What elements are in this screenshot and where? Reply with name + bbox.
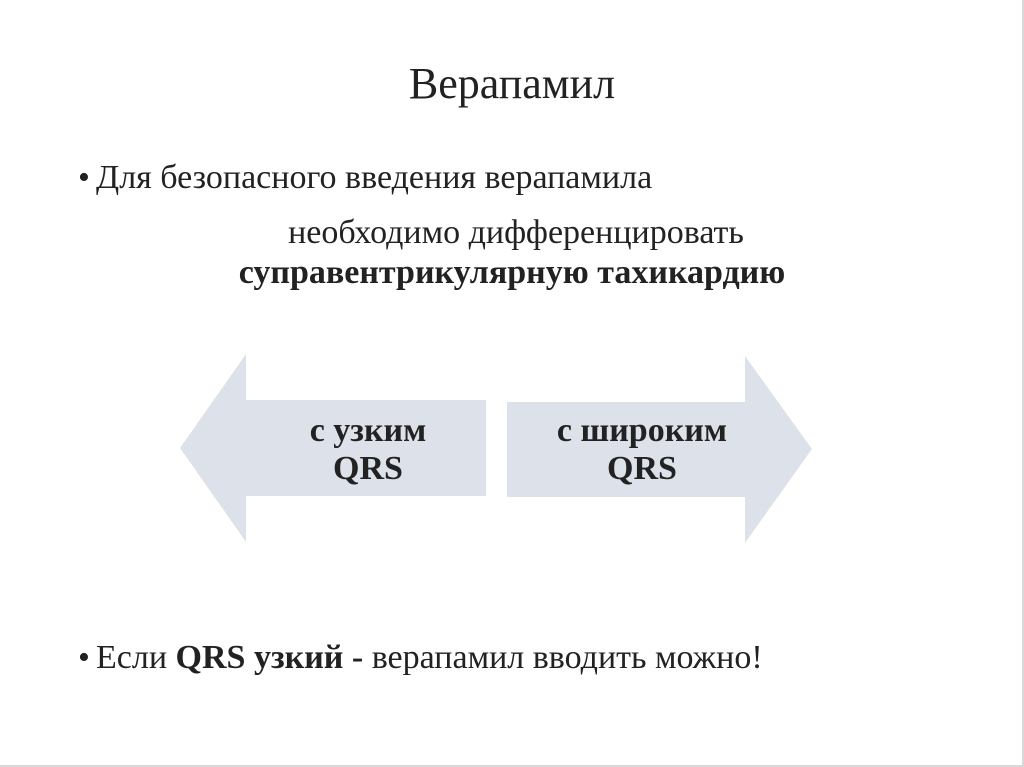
right-arrow-line1: с широким — [556, 412, 728, 449]
bullet-1-text: Для безопасного введения верапамила — [96, 159, 653, 196]
slide-border-bottom — [0, 765, 1024, 767]
slide-border-right — [1022, 0, 1024, 767]
right-arrow-line2: QRS — [607, 450, 677, 487]
bullet-marker: • — [78, 159, 90, 196]
bullet-1-continuation: необходимо дифференцировать — [288, 214, 744, 251]
bullet-2-suffix: верапамил вводить можно! — [363, 639, 763, 676]
slide-title: Верапамил — [408, 59, 616, 108]
left-arrow-shape — [180, 354, 486, 542]
right-arrow-shape — [507, 356, 812, 543]
bullet-2-prefix: Если — [96, 639, 176, 676]
bullet-2: •Если QRS узкий - верапамил вводить можн… — [78, 636, 763, 680]
bullet-1: •Для безопасного введения верапамила — [78, 156, 652, 200]
bullet-2-bold: QRS узкий - — [175, 639, 364, 676]
right-arrow-label: с широким QRS — [508, 412, 776, 488]
left-arrow-line1: с узким — [309, 412, 427, 449]
bullet-marker: • — [78, 639, 90, 676]
bullet-1-emphasis: суправентрикулярную тахикардию — [238, 254, 786, 291]
left-arrow-line2: QRS — [333, 450, 403, 487]
left-arrow-label: с узким QRS — [250, 412, 486, 488]
